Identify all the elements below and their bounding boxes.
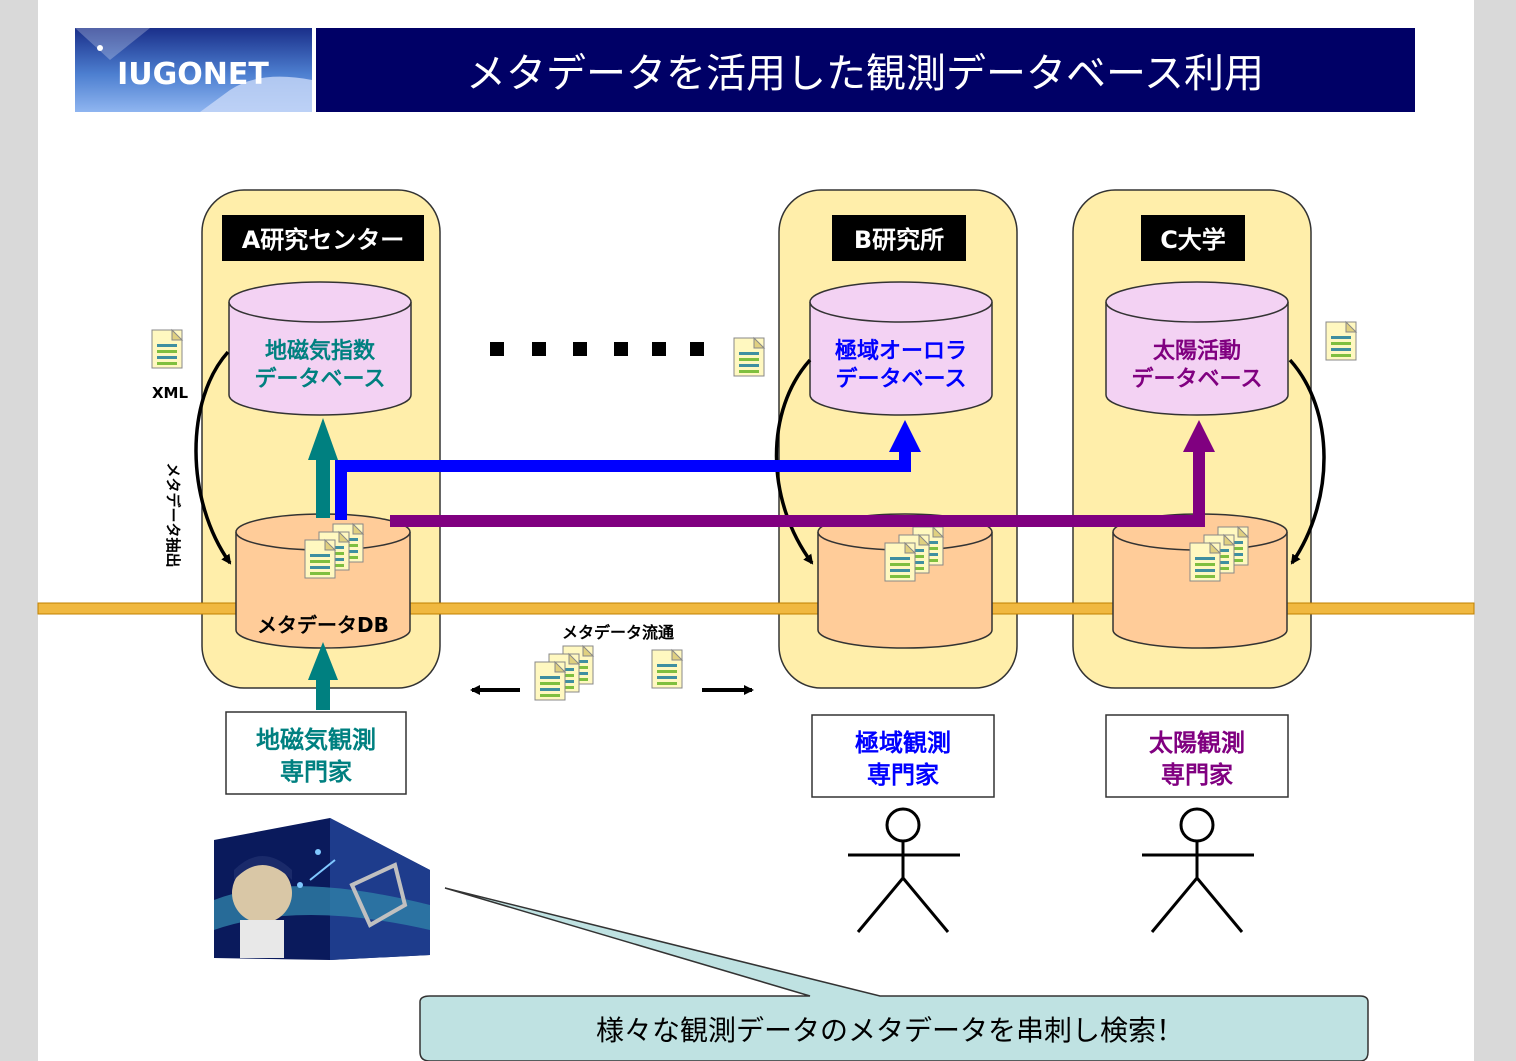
db-a-line1: 地磁気指数 (265, 338, 376, 364)
expert-c-line1: 太陽観測 (1149, 729, 1245, 757)
db-b-line1: 極域オーロラ (835, 338, 967, 364)
more-sites-ellipsis (490, 342, 704, 356)
flow-label: メタデータ流通 (562, 623, 674, 642)
site-label-b: B研究所 (854, 226, 944, 254)
xml-doc-icon-b (733, 337, 765, 377)
xml-label: XML (152, 384, 188, 402)
flow-doc-stack (535, 646, 593, 700)
stick-figure-c (1142, 807, 1254, 933)
database-a: 地磁気指数 データベース (228, 281, 412, 416)
expert-box-a: 地磁気観測 専門家 (225, 711, 407, 795)
extract-label: メタデータ抽出 (164, 462, 182, 567)
expert-box-c: 太陽観測 専門家 (1105, 714, 1289, 798)
callout-text: 様々な観測データのメタデータを串刺し検索！ (596, 1014, 1184, 1047)
extract-arrow-b (774, 358, 814, 565)
expert-b-line1: 極域観測 (855, 729, 951, 757)
teal-arrow-up-to-db (308, 418, 338, 518)
scientist-illustration (214, 818, 430, 960)
database-b: 極域オーロラ データベース (809, 281, 993, 416)
extract-arrow-a (194, 350, 232, 565)
expert-c-line2: 専門家 (1161, 761, 1233, 789)
expert-b-line2: 専門家 (867, 761, 939, 789)
db-c-line2: データベース (1132, 366, 1263, 392)
flow-doc-single (651, 649, 683, 689)
expert-a-line2: 専門家 (280, 758, 352, 786)
callout-bubble: 様々な観測データのメタデータを串刺し検索！ (419, 887, 1369, 1061)
site-label-a: A研究センター (242, 226, 405, 254)
stick-figure-b (848, 807, 960, 933)
network-line-front (37, 602, 1475, 615)
page-title: メタデータを活用した観測データベース利用 (466, 51, 1264, 97)
logo: IUGONET (75, 28, 312, 112)
purple-arrow-head (1183, 420, 1215, 452)
database-c: 太陽活動 データベース (1105, 281, 1289, 416)
db-b-line2: データベース (836, 366, 967, 392)
purple-search-route (390, 450, 1205, 527)
db-a-line2: データベース (255, 366, 386, 392)
blue-arrow-head (889, 420, 921, 452)
expert-a-line1: 地磁気観測 (256, 726, 376, 754)
db-c-line1: 太陽活動 (1153, 339, 1241, 364)
extract-arrow-c (1288, 358, 1326, 565)
title-bar: メタデータを活用した観測データベース利用 (316, 28, 1415, 112)
site-label-c: C大学 (1160, 226, 1226, 254)
xml-doc-icon-c (1325, 321, 1357, 361)
logo-text: IUGONET (117, 57, 269, 92)
metadata-db-label: メタデータDB (257, 613, 389, 637)
xml-doc-icon-a (151, 329, 183, 369)
site-label-box-b (832, 215, 966, 261)
blue-search-route (335, 450, 911, 520)
expert-box-b: 極域観測 専門家 (811, 714, 995, 798)
site-label-box-c (1141, 215, 1245, 261)
teal-arrow-expert-to-metadb (308, 642, 338, 710)
site-label-box-a (222, 215, 424, 261)
